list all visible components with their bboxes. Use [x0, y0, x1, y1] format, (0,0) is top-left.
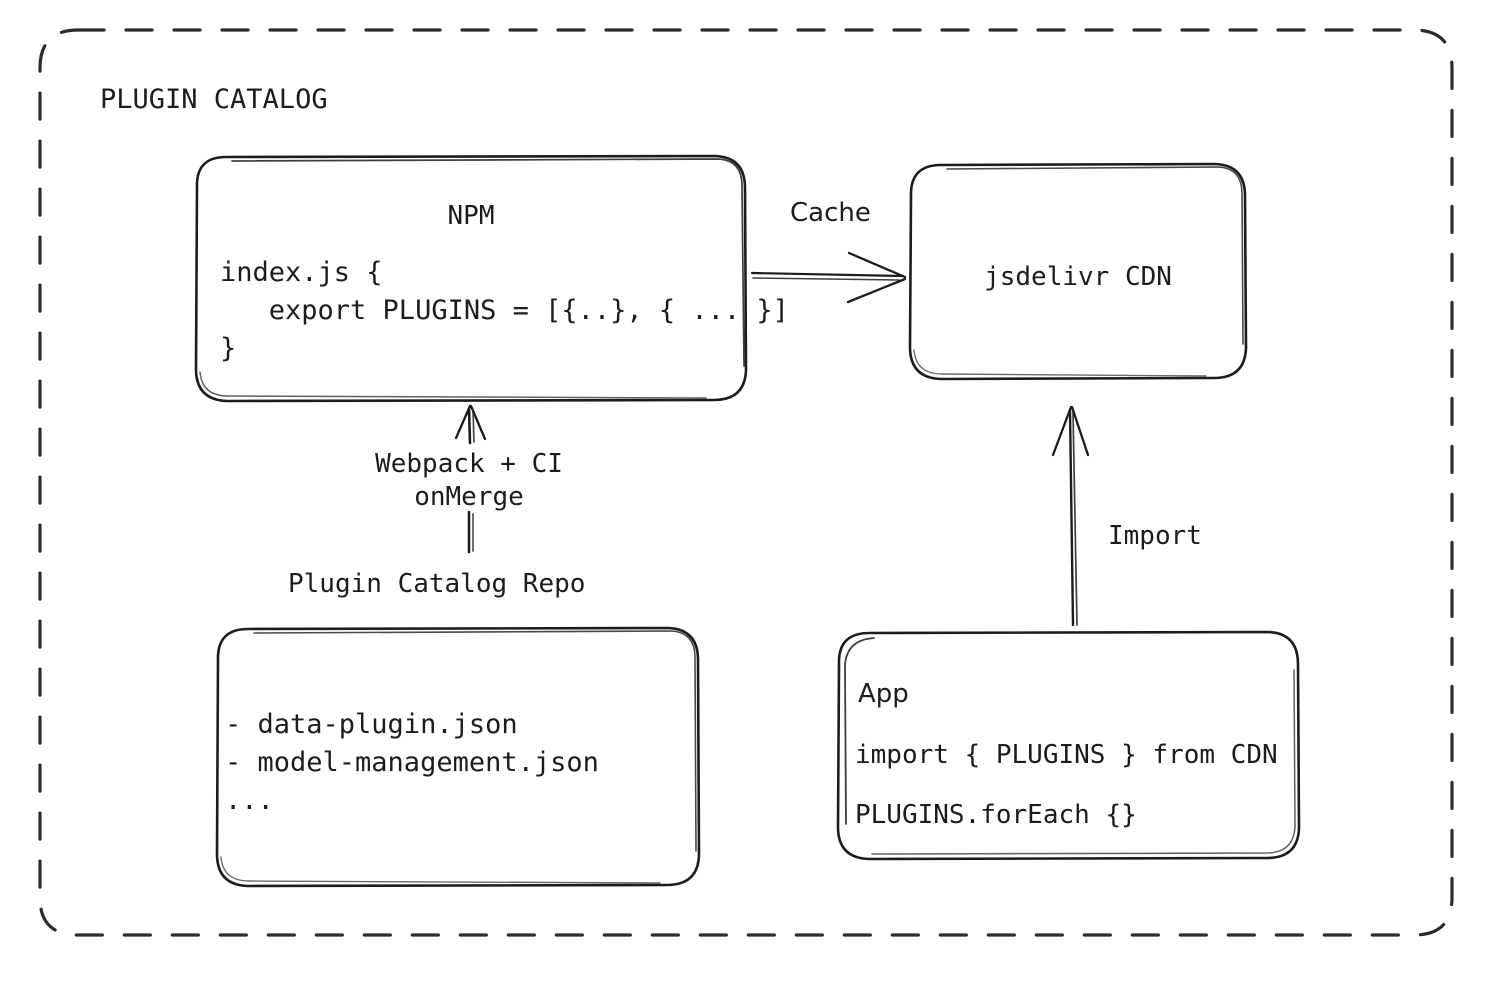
repo-code-line: ...	[225, 785, 274, 816]
npm-code-line: index.js {	[220, 257, 383, 288]
repo-node[interactable]: - data-plugin.json - model-management.js…	[217, 628, 699, 886]
app-node[interactable]: App import { PLUGINS } from CDN PLUGINS.…	[838, 632, 1299, 859]
repo-node-code: - data-plugin.json - model-management.js…	[225, 706, 599, 820]
cdn-node-title: jsdelivr CDN	[984, 262, 1172, 292]
app-node-title: App	[858, 679, 909, 709]
npm-node-title: NPM	[447, 201, 495, 231]
edge-label-onmerge: onMerge	[414, 482, 524, 512]
app-code-line: import { PLUGINS } from CDN	[855, 740, 1278, 770]
npm-code-line: export PLUGINS = [{..}, { ... }]	[220, 295, 789, 326]
edge-label-import: Import	[1108, 521, 1202, 551]
cdn-node[interactable]: jsdelivr CDN	[910, 164, 1246, 379]
outer-container-title: PLUGIN CATALOG	[100, 84, 328, 115]
app-code-line: PLUGINS.forEach {}	[855, 800, 1137, 830]
edge-app-to-cdn	[1051, 405, 1090, 627]
repo-code-line: - data-plugin.json	[225, 709, 518, 740]
edge-label-cache: Cache	[790, 198, 871, 228]
npm-node-code: index.js { export PLUGINS = [{..}, { ...…	[220, 254, 789, 368]
npm-code-line: }	[220, 333, 237, 364]
edge-label-webpack-ci: Webpack + CI	[375, 449, 563, 479]
repo-code-line: - model-management.json	[225, 747, 599, 778]
repo-node-title: Plugin Catalog Repo	[288, 569, 586, 599]
npm-node[interactable]: NPM index.js { export PLUGINS = [{..}, {…	[196, 156, 789, 401]
